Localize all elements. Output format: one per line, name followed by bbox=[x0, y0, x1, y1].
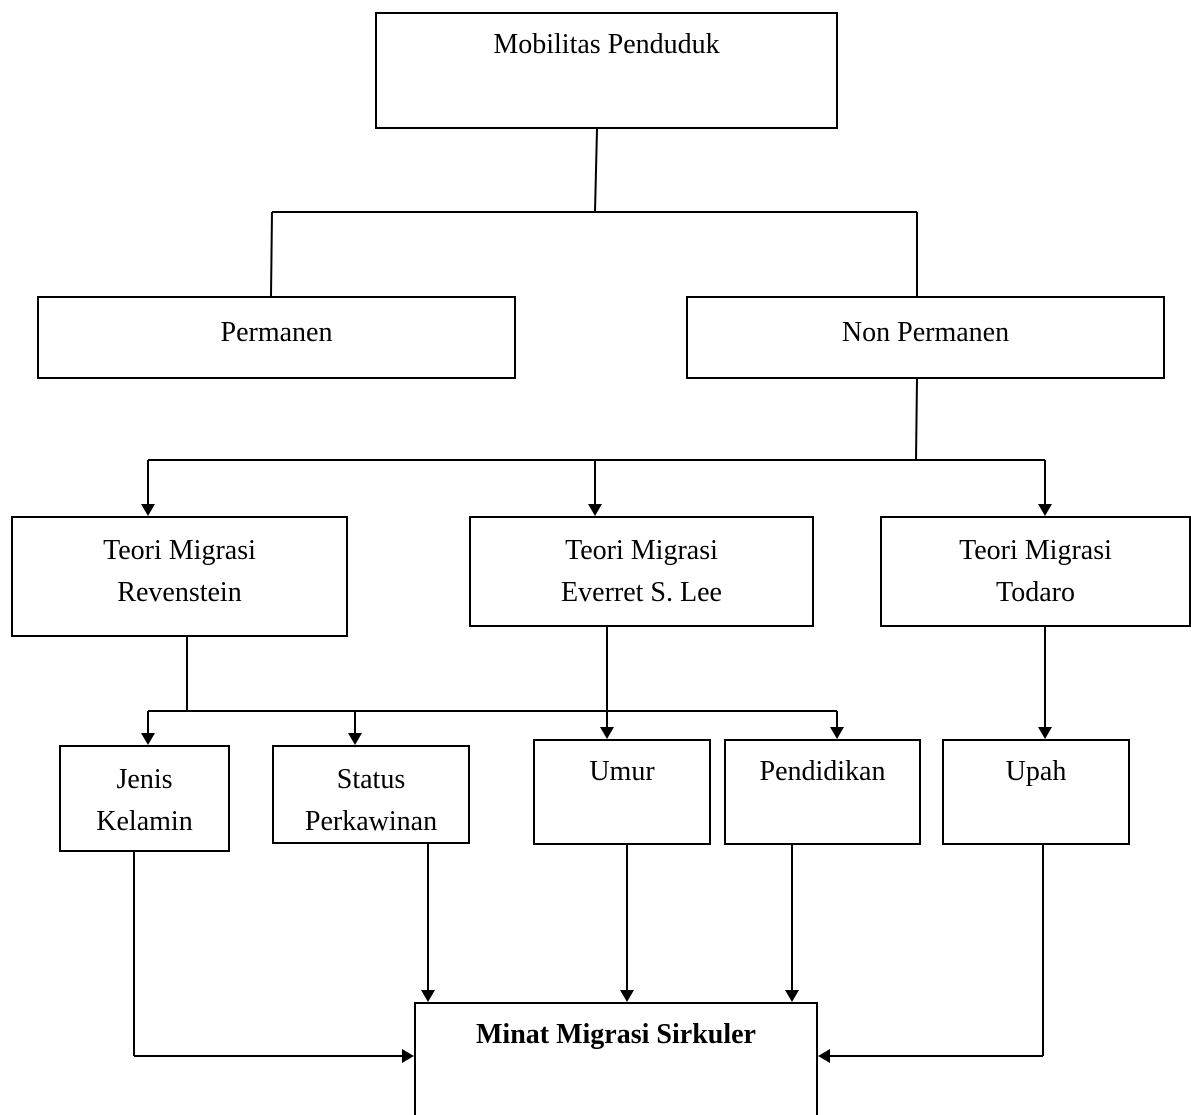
node-jenis-kelamin: Jenis Kelamin bbox=[59, 745, 230, 852]
arrowhead bbox=[830, 727, 844, 739]
arrowhead bbox=[818, 1049, 830, 1063]
node-label-line: Umur bbox=[589, 756, 655, 787]
node-label-line: Jenis bbox=[116, 764, 173, 795]
node-permanen: Permanen bbox=[37, 296, 516, 379]
node-teori-todaro: Teori Migrasi Todaro bbox=[880, 516, 1191, 627]
arrowhead bbox=[141, 504, 155, 516]
node-upah: Upah bbox=[942, 739, 1130, 845]
node-label-line: Non Permanen bbox=[841, 317, 1010, 348]
arrowhead bbox=[620, 990, 634, 1002]
node-teori-everret-s-lee: Teori Migrasi Everret S. Lee bbox=[469, 516, 814, 627]
node-label-line: Teori Migrasi bbox=[959, 535, 1112, 566]
node-label-line: Mobilitas Penduduk bbox=[493, 29, 720, 60]
node-pendidikan: Pendidikan bbox=[724, 739, 921, 845]
node-teori-revenstein: Teori Migrasi Revenstein bbox=[11, 516, 348, 637]
arrowhead bbox=[600, 727, 614, 739]
arrowhead bbox=[588, 504, 602, 516]
node-label-line: Perkawinan bbox=[304, 806, 438, 837]
node-label-line: Pendidikan bbox=[759, 756, 886, 787]
node-mobilitas-penduduk: Mobilitas Penduduk bbox=[375, 12, 838, 129]
arrowhead bbox=[402, 1049, 414, 1063]
node-status-perkawinan: Status Perkawinan bbox=[272, 745, 470, 844]
node-label-line: Permanen bbox=[220, 317, 333, 348]
node-label-line: Status bbox=[336, 764, 406, 795]
node-label-line: Teori Migrasi bbox=[565, 535, 718, 566]
node-umur: Umur bbox=[533, 739, 711, 845]
node-minat-migrasi-sirkuler: Minat Migrasi Sirkuler bbox=[414, 1002, 818, 1115]
node-label-line: Everret S. Lee bbox=[561, 577, 722, 608]
connector-line bbox=[915, 378, 918, 461]
arrowhead bbox=[348, 733, 362, 745]
connector-line bbox=[594, 128, 598, 213]
node-non-permanen: Non Permanen bbox=[686, 296, 1165, 379]
connector-line bbox=[270, 211, 273, 297]
arrowhead bbox=[1038, 504, 1052, 516]
node-label-line: Kelamin bbox=[96, 806, 193, 837]
node-label-line: Todaro bbox=[996, 577, 1075, 608]
arrowhead bbox=[1038, 727, 1052, 739]
node-label-line: Upah bbox=[1005, 756, 1067, 787]
arrowhead bbox=[141, 733, 155, 745]
node-label-line: Revenstein bbox=[117, 577, 242, 608]
node-label-line: Teori Migrasi bbox=[103, 535, 256, 566]
node-label-line: Minat Migrasi Sirkuler bbox=[476, 1019, 756, 1050]
arrowhead bbox=[421, 990, 435, 1002]
arrowhead bbox=[785, 990, 799, 1002]
